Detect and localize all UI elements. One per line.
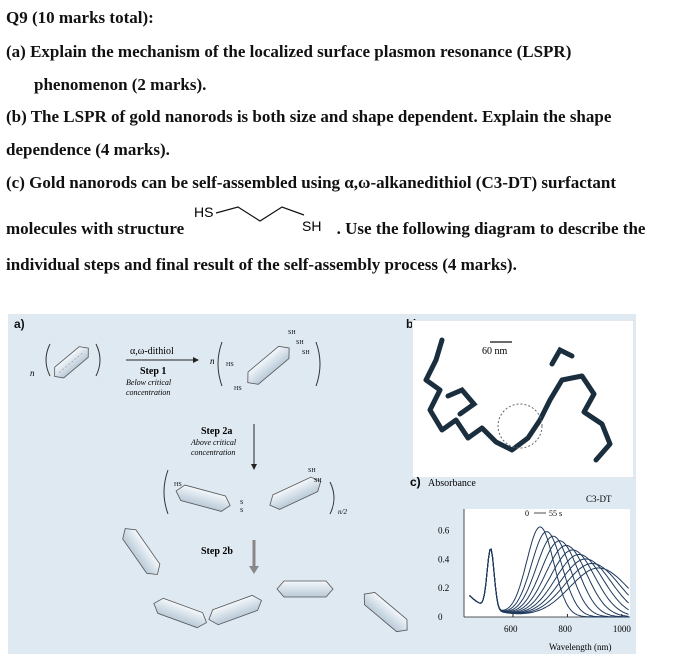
step2a-label: Step 2a	[201, 426, 232, 437]
part-c-line-2: molecules with structure HS SH . Use the…	[6, 205, 646, 239]
y-tick-label: 0	[438, 612, 443, 622]
step1-label: Step 1	[140, 366, 166, 377]
dimer-rod-left	[175, 484, 231, 512]
y-axis-label: Absorbance	[428, 478, 476, 489]
hs-label-1: HS	[226, 362, 234, 368]
part-c-line-2-end: . Use the following diagram to describe …	[336, 219, 646, 238]
x-ticks: 600 800 1000	[504, 614, 631, 634]
legend-end: 55 s	[549, 509, 562, 518]
sh-label-5: SH	[314, 478, 322, 484]
part-a-line-2: phenomenon (2 marks).	[34, 75, 207, 94]
absorbance-curve	[469, 548, 629, 615]
nanorod-2	[247, 345, 290, 385]
n-label-2: n	[210, 356, 215, 366]
sh-label-1: SH	[288, 330, 296, 336]
step2a-cond-1: Above critical	[190, 438, 237, 447]
nanorod-chain	[122, 528, 408, 633]
absorbance-curves	[469, 526, 629, 618]
nanorod-chain-image	[423, 337, 613, 463]
scale-bar-label: 60 nm	[482, 346, 508, 357]
dimer-rod-right	[269, 476, 322, 510]
y-tick-label: 0.2	[438, 583, 449, 593]
step1-cond-1: Below critical	[126, 378, 172, 387]
panel-a-label: a)	[14, 317, 25, 331]
hs-label-3: HS	[174, 482, 182, 488]
reagent-label: α,ω-dithiol	[130, 346, 174, 357]
sh-label-4: SH	[308, 468, 316, 474]
y-ticks: 0 0.2 0.4 0.6	[438, 526, 450, 622]
y-tick-label: 0.4	[438, 554, 450, 564]
n-label-1: n	[30, 368, 35, 378]
structure-sh-label: SH	[302, 218, 321, 234]
step2a-cond-2: concentration	[191, 448, 235, 457]
x-tick-label: 800	[558, 624, 572, 634]
part-b-line-2: dependence (4 marks).	[6, 140, 170, 159]
legend-start: 0	[525, 509, 529, 518]
part-c-line-2-start: molecules with structure	[6, 219, 185, 238]
highlight-circle	[497, 403, 543, 449]
s-label-1: S	[240, 500, 243, 506]
structure-hs-label: HS	[194, 205, 213, 220]
y-tick-label: 0.6	[438, 526, 450, 536]
nanorod-1	[54, 346, 89, 379]
x-tick-label: 1000	[613, 624, 632, 634]
legend-title: C3-DT	[586, 494, 612, 504]
part-b-line-1: (b) The LSPR of gold nanorods is both si…	[6, 107, 612, 126]
part-a-line-1: (a) Explain the mechanism of the localiz…	[6, 42, 572, 61]
x-tick-label: 600	[504, 624, 518, 634]
step2b-label: Step 2b	[201, 546, 233, 557]
self-assembly-figure: a) b) n α,ω-dithiol Step 1 Below critica…	[8, 314, 636, 654]
absorbance-chart: c) Absorbance 0 0.2 0.4 0.6 600 800 1000 C3-D…	[410, 475, 631, 652]
plot-area	[464, 509, 630, 617]
panel-c-label: c)	[410, 475, 421, 489]
sh-label-3: SH	[302, 350, 310, 356]
hs-label-2: HS	[234, 386, 242, 392]
n2-label: n/2	[338, 508, 347, 516]
s-label-2: S	[240, 508, 243, 514]
x-axis-label: Wavelength (nm)	[549, 642, 612, 652]
question-header: Q9 (10 marks total):	[6, 8, 154, 27]
tem-image: 60 nm	[412, 320, 634, 478]
panel-a-schematic: n α,ω-dithiol Step 1 Below critical conc…	[30, 330, 408, 633]
part-c-line-3: individual steps and final result of the…	[6, 255, 517, 274]
step1-cond-2: concentration	[126, 388, 170, 397]
sh-label-2: SH	[296, 340, 304, 346]
part-c-line-1: (c) Gold nanorods can be self-assembled …	[6, 173, 617, 192]
dithiol-structure: HS SH	[194, 205, 321, 234]
